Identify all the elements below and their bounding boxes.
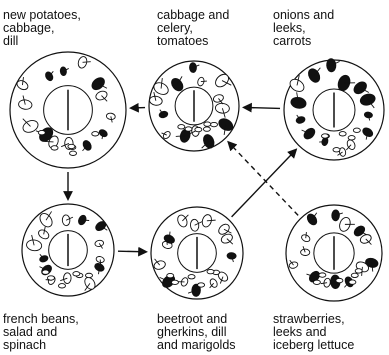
plant-leaf [21, 118, 40, 134]
plant-leaf [288, 261, 298, 269]
rotation-arrow-6 [228, 142, 298, 215]
plant-illustrations [149, 63, 235, 150]
plant-tuber [349, 280, 356, 284]
plant-tuber [210, 122, 217, 126]
garden-bed-1 [10, 52, 126, 168]
plant-tuber [321, 134, 328, 138]
plant-tuber [353, 128, 360, 132]
plant-stem [83, 62, 91, 63]
plant-tuber [339, 132, 346, 136]
garden-bed-6 [286, 205, 382, 301]
plant-tuber [204, 122, 211, 126]
plant-tuber [351, 273, 358, 277]
rotation-arrow-5 [232, 150, 296, 217]
plant-leaf [37, 228, 51, 241]
plant-illustrations [15, 55, 115, 155]
plant-leaf [90, 75, 107, 92]
plant-tuber [198, 283, 205, 287]
plant-tuber [355, 269, 362, 273]
plant-tuber [203, 127, 210, 131]
plant-tuber [313, 280, 320, 284]
plant-tuber [73, 272, 80, 276]
plant-leaf [60, 67, 67, 76]
plant-tuber [336, 278, 343, 282]
plant-tuber [185, 127, 192, 131]
plant-tuber [188, 275, 195, 279]
plant-tuber [178, 125, 185, 129]
plant-stem [201, 81, 207, 82]
garden-bed-5 [151, 207, 243, 299]
plant-tuber [92, 132, 99, 136]
plant-tuber [195, 127, 202, 131]
rotation-arrow-4 [118, 251, 146, 252]
plant-tuber [85, 273, 92, 277]
plant-tuber [70, 151, 77, 155]
garden-bed-3 [284, 58, 384, 160]
plant-illustrations [288, 58, 377, 156]
garden-bed-2 [149, 61, 239, 151]
plant-illustrations [153, 213, 236, 296]
rotation-arrow-1 [244, 107, 280, 108]
plant-stem [319, 142, 325, 143]
plant-tuber [333, 148, 340, 152]
plant-leaf [306, 67, 322, 84]
plant-tuber [51, 146, 58, 150]
plant-leaf [39, 255, 49, 263]
plant-tuber [47, 276, 54, 280]
plant-tuber [38, 130, 45, 134]
plant-tuber [68, 144, 75, 148]
plant-illustrations [26, 211, 108, 291]
plant-leaf [95, 90, 109, 102]
garden-bed-4 [22, 204, 114, 296]
plant-tuber [348, 136, 355, 140]
plant-leaf [326, 58, 336, 72]
plant-leaf [189, 63, 196, 73]
plant-tuber [58, 284, 65, 288]
plant-tuber [167, 273, 174, 277]
plant-stem [82, 220, 89, 221]
plant-tuber [207, 269, 214, 273]
plant-tuber [42, 270, 49, 274]
plant-tuber [171, 280, 178, 284]
plant-tuber [319, 273, 326, 277]
